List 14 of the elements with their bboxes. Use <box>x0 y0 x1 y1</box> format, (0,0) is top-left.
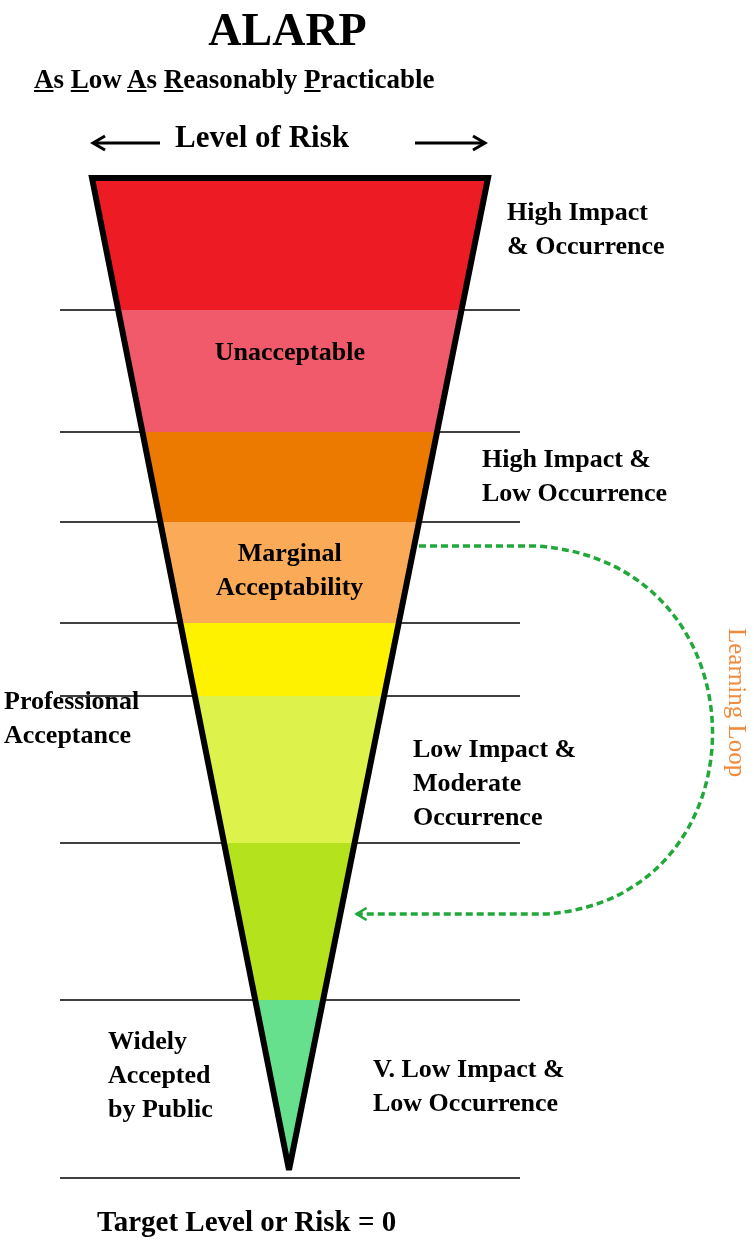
side-label: V. Low Impact & Low Occurrence <box>373 1053 565 1119</box>
side-label: Widely Accepted by Public <box>108 1025 213 1125</box>
title: ALARP <box>207 4 368 56</box>
caption: Target Level or Risk = 0 <box>97 1204 397 1238</box>
curved-arrow <box>355 544 715 922</box>
band-label: Unacceptable <box>214 336 365 368</box>
axis-label: Level of Risk <box>175 120 349 154</box>
band-label: Marginal Acceptability <box>216 537 364 603</box>
risk-band <box>160 522 419 623</box>
side-label: Low Impact & Moderate Occurrence <box>413 733 577 833</box>
side-label: Professional Acceptance <box>4 685 140 751</box>
subtitle: As Low As Reasonably Practicable <box>34 63 435 96</box>
side-label: High Impact & Low Occurrence <box>482 443 668 509</box>
side-label: High Impact & Occurrence <box>507 196 665 262</box>
